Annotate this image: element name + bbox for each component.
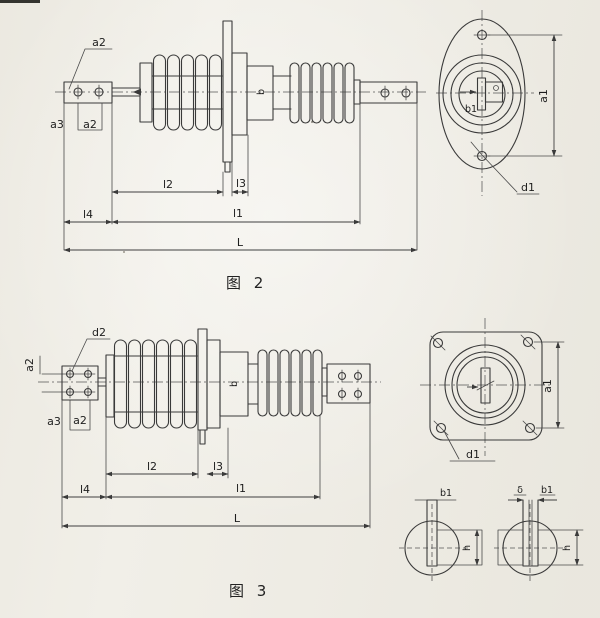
figure3-end-view: a1 d1 <box>420 318 565 462</box>
fig2-small-ribs <box>289 62 355 124</box>
fig3-body-block <box>206 339 221 429</box>
fig2-end-cap <box>139 62 153 123</box>
fig3-label-a1: a1 <box>541 379 554 393</box>
fig2-label-hole-callout: a2 <box>92 36 106 49</box>
fig2-label-l2: l2 <box>163 178 173 191</box>
fig2-right-terminal <box>359 81 418 104</box>
figure3-caption: 图 3 <box>229 582 270 600</box>
fig2-label-b1: b1 <box>465 104 477 115</box>
fig2-label-l1: l1 <box>233 207 243 220</box>
fig3-dimensions: l2 l3 l4 l1 L <box>61 460 371 529</box>
figure3-blade-detail-left: b1 h <box>399 488 483 584</box>
fig3-label-b: b <box>229 381 240 387</box>
fig2-left-terminal <box>63 81 113 104</box>
fig3-mounting-plate <box>197 328 208 445</box>
figure3-blade-detail-right: δ b1 h <box>494 485 584 584</box>
fig3-detail-left-h: h <box>462 545 473 551</box>
fig2-mounting-plate <box>222 20 233 173</box>
fig2-label-d1: d1 <box>521 181 535 194</box>
figure3-side-view: a2 d2 a3 a2 <box>23 326 381 529</box>
fig3-label-d1: d1 <box>466 448 480 461</box>
figure2: a2 a3 a2 <box>50 10 563 292</box>
figure3: a2 d2 a3 a2 <box>23 318 584 600</box>
fig3-right-terminal <box>326 363 371 404</box>
fig3-detail-right-blade <box>522 499 539 567</box>
fig3-label-a3: a3 <box>47 415 61 428</box>
fig3-label-hole-callout: d2 <box>92 326 106 339</box>
fig2-label-l3: l3 <box>236 177 246 190</box>
fig3-detail-left-blade <box>426 499 438 567</box>
fig2-label-a3: a3 <box>50 118 64 131</box>
fig2-body-block <box>231 52 248 136</box>
fig3-left-terminal <box>61 365 99 401</box>
fig3-detail-right-h: h <box>562 545 573 551</box>
fig3-center-blade <box>476 367 495 404</box>
fig3-detail-right-b1: b1 <box>541 485 553 496</box>
fig3-flange-holes <box>430 334 538 436</box>
fig3-detail-left-b1: b1 <box>440 488 452 499</box>
fig2-label-L: L <box>237 236 244 249</box>
fig3-label-l1: l1 <box>236 482 246 495</box>
fig3-label-l4: l4 <box>80 483 90 496</box>
fig3-label-a2: a2 <box>73 414 87 427</box>
fig2-label-a1: a1 <box>537 89 550 103</box>
fig3-small-ribs <box>257 349 323 417</box>
figure2-caption: 图 2 <box>226 274 267 292</box>
fig2-label-a2: a2 <box>83 118 97 131</box>
fig2-center-blade <box>476 77 504 111</box>
fig3-label-L: L <box>234 512 241 525</box>
fig3-detail-right-delta: δ <box>517 485 523 496</box>
fig2-label-b: b <box>256 89 267 95</box>
figure2-side-view: a2 a3 a2 <box>50 20 426 253</box>
fig3-label-l3: l3 <box>213 460 223 473</box>
fig2-dimensions: l2 l3 l4 l1 L <box>63 177 418 253</box>
fig3-sheds <box>113 339 198 429</box>
fig3-label-a2-rows: a2 <box>23 358 36 372</box>
fig2-label-l4: l4 <box>83 208 93 221</box>
fig3-body-block-b <box>219 351 249 417</box>
fig2-sheds <box>151 54 223 131</box>
figure2-end-view: b1 a1 d1 <box>436 10 563 196</box>
fig2-body-block-b <box>246 65 274 121</box>
paper-speck <box>123 251 125 253</box>
scan-edge-mark <box>0 0 40 3</box>
fig3-label-l2: l2 <box>147 460 157 473</box>
fig3-end-cap <box>105 354 115 418</box>
